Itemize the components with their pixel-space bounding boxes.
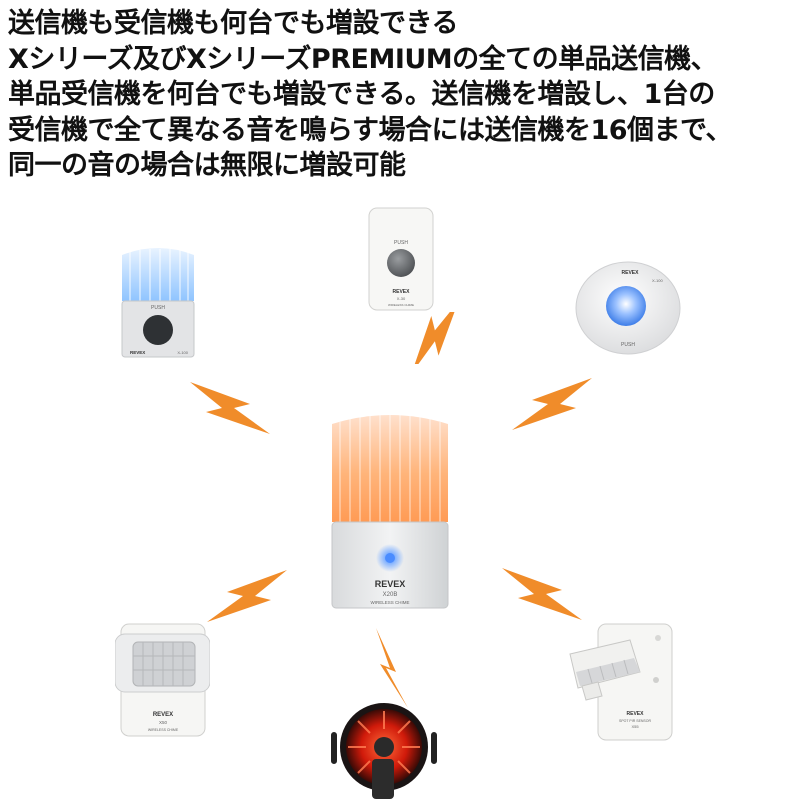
lamp-push-label: PUSH (151, 305, 165, 311)
round-push-label: PUSH (621, 342, 635, 348)
push-button-brand: REVEX (393, 289, 411, 295)
red-strobe-light (330, 695, 438, 800)
headline-line-2: Xシリーズ及びXシリーズPREMIUMの全ての単品送信機、 (8, 43, 718, 75)
headline-line-5: 同一の音の場合は無限に増設可能 (8, 150, 406, 181)
push-button-model: X-30 (397, 296, 406, 301)
round-brand: REVEX (622, 270, 640, 276)
motion-sensor-left-image: REVEX X50 WIRELESS CHIME (114, 623, 211, 737)
motion-left-subtitle: WIRELESS CHIME (148, 728, 179, 732)
round-model: X-100 (652, 278, 663, 283)
round-push-button: REVEX X-100 PUSH (572, 260, 684, 360)
receiver-model: X20B (383, 592, 398, 598)
lamp-brand: REVEX (130, 350, 145, 355)
motion-left-model: X50 (159, 720, 168, 725)
spot-pir-sensor-image: REVEX SPOT PIR SENSOR X55 (569, 623, 673, 741)
round-push-button-image: REVEX X-100 PUSH (575, 261, 681, 355)
central-receiver: REVEX X20B WIRELESS CHIME (330, 410, 450, 610)
spot-subtitle: SPOT PIR SENSOR (619, 719, 651, 723)
lamp-model: X-100 (177, 350, 188, 355)
central-receiver-image: REVEX X20B WIRELESS CHIME (331, 415, 449, 609)
lightning-bolt-upper-left (190, 382, 270, 434)
push-button-subtitle: WIRELESS CHIME (388, 303, 414, 307)
lamp-receiver-left: PUSH REVEX X-100 (118, 245, 198, 363)
headline-line-3: 単品受信機を何台でも増設できる。送信機を増設し、1台の (8, 79, 715, 110)
motion-sensor-left: REVEX X50 WIRELESS CHIME (114, 620, 211, 738)
lightning-bolt-bottom (376, 628, 408, 708)
lightning-bolt-top (411, 312, 459, 364)
receiver-subtitle: WIRELESS CHIME (370, 600, 409, 605)
lamp-receiver-left-image: PUSH REVEX X-100 (121, 248, 195, 358)
red-strobe-light-image (331, 703, 437, 799)
lightning-bolt-upper-right (512, 378, 592, 430)
push-label: PUSH (394, 240, 408, 246)
spot-pir-sensor: REVEX SPOT PIR SENSOR X55 (568, 620, 676, 744)
headline-line-1: 送信機も受信機も何台でも増設できる (8, 8, 458, 39)
headline-line-4: 受信機で全て異なる音を鳴らす場合には送信機を16個まで、 (8, 114, 732, 146)
lightning-bolt-lower-left (207, 570, 287, 622)
push-button-transmitter: PUSH REVEX X-30 WIRELESS CHIME (367, 206, 435, 312)
headline: 送信機も受信機も何台でも増設できる Xシリーズ及びXシリーズPREMIUMの全て… (8, 6, 798, 184)
receiver-brand: REVEX (375, 579, 406, 589)
spot-model: X55 (631, 724, 639, 729)
lightning-bolt-lower-right (502, 568, 582, 620)
motion-left-brand: REVEX (153, 712, 173, 718)
spot-brand: REVEX (627, 711, 645, 717)
push-button-transmitter-image: PUSH REVEX X-30 WIRELESS CHIME (368, 207, 434, 311)
